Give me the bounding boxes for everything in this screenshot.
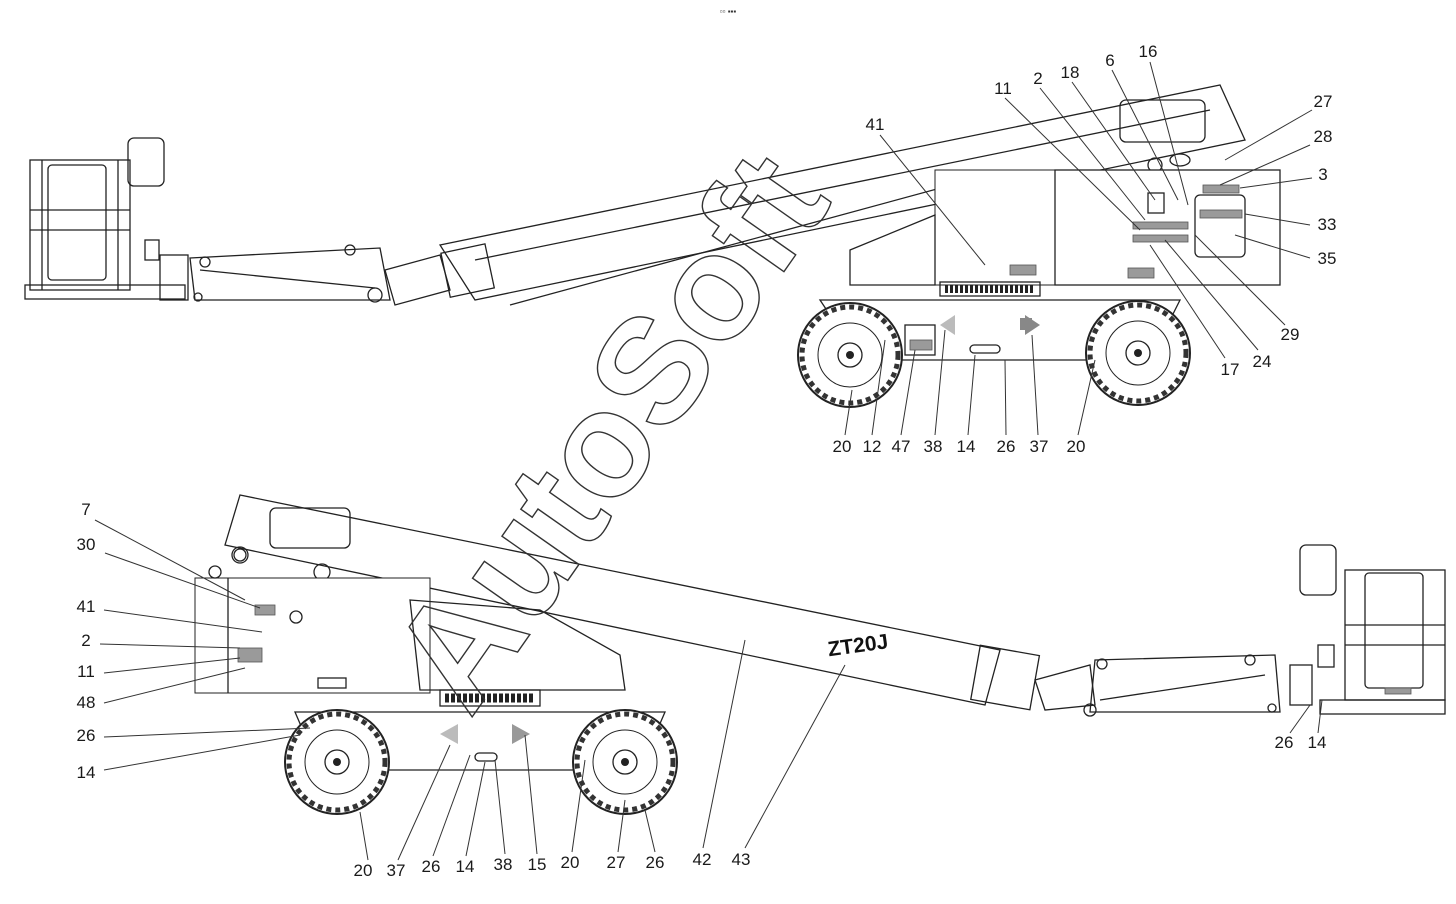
callout-37-top: 37: [1030, 437, 1049, 456]
callout-14-bottom-mid: 14: [456, 857, 475, 876]
callout-27-bottom: 27: [607, 853, 626, 872]
callout-18: 18: [1061, 63, 1080, 82]
callout-3: 3: [1318, 165, 1327, 184]
callout-20-top-right: 20: [1067, 437, 1086, 456]
callout-11: 11: [994, 79, 1012, 98]
top-callouts: 41 11 2 18 6 16 27 28 3 33 35 29 24 17 2…: [833, 42, 1337, 456]
callout-41: 41: [866, 115, 885, 134]
callout-24: 24: [1253, 352, 1272, 371]
watermark: AutoSoft: [359, 123, 860, 738]
callout-48: 48: [77, 693, 96, 712]
callout-42: 42: [693, 850, 712, 869]
top-jib: [189, 244, 451, 306]
top-left-wheel: [797, 302, 903, 408]
callout-7: 7: [81, 500, 90, 519]
callout-35: 35: [1318, 249, 1337, 268]
callout-26-platform: 26: [1275, 733, 1294, 752]
callout-26-bottom-mid: 26: [422, 857, 441, 876]
callout-47: 47: [892, 437, 911, 456]
callout-38-bottom: 38: [494, 855, 513, 874]
callout-30: 30: [77, 535, 96, 554]
callout-29: 29: [1281, 325, 1300, 344]
callout-17: 17: [1221, 360, 1240, 379]
top-right-wheel: [1085, 300, 1191, 406]
callout-12: 12: [863, 437, 882, 456]
callout-14-top: 14: [957, 437, 976, 456]
bottom-right-wheel: [572, 709, 678, 815]
callout-14-platform: 14: [1308, 733, 1327, 752]
model-label: ZT20J: [826, 630, 889, 661]
callout-26-bottom-right: 26: [646, 853, 665, 872]
callout-27: 27: [1314, 92, 1333, 111]
top-machine-drawing: [24, 84, 1281, 408]
callout-14-bottom-left: 14: [77, 763, 96, 782]
bottom-jib: [1034, 654, 1281, 717]
bottom-machine-drawing: ZT20J: [194, 494, 1446, 815]
bottom-left-wheel: [284, 709, 390, 815]
callout-16: 16: [1139, 42, 1158, 61]
callout-11-bottom: 11: [77, 662, 95, 681]
callout-6: 6: [1105, 51, 1114, 70]
callout-2: 2: [1033, 69, 1042, 88]
callout-20-top-left: 20: [833, 437, 852, 456]
callout-37-bottom: 37: [387, 861, 406, 880]
callout-20-bottom-1: 20: [354, 861, 373, 880]
bottom-turntable: [194, 548, 626, 707]
callout-15: 15: [528, 855, 547, 874]
callout-20-bottom-2: 20: [561, 853, 580, 872]
top-turntable: [849, 169, 1281, 297]
callout-41-bottom: 41: [77, 597, 96, 616]
header-mark: ▫▫ ▪▪▪: [720, 7, 737, 16]
callout-43: 43: [732, 850, 751, 869]
top-platform-basket: [24, 137, 189, 301]
callout-33: 33: [1318, 215, 1337, 234]
top-boom: [438, 84, 1246, 306]
callout-38: 38: [924, 437, 943, 456]
callout-28: 28: [1314, 127, 1333, 146]
bottom-callouts: 7 30 41 2 11 48 26 14 20 37 26 14 38 15 …: [77, 500, 1327, 880]
callout-26-bottom-left: 26: [77, 726, 96, 745]
bottom-platform-basket: [1289, 544, 1446, 715]
callout-26-top: 26: [997, 437, 1016, 456]
callout-2-bottom: 2: [81, 631, 90, 650]
